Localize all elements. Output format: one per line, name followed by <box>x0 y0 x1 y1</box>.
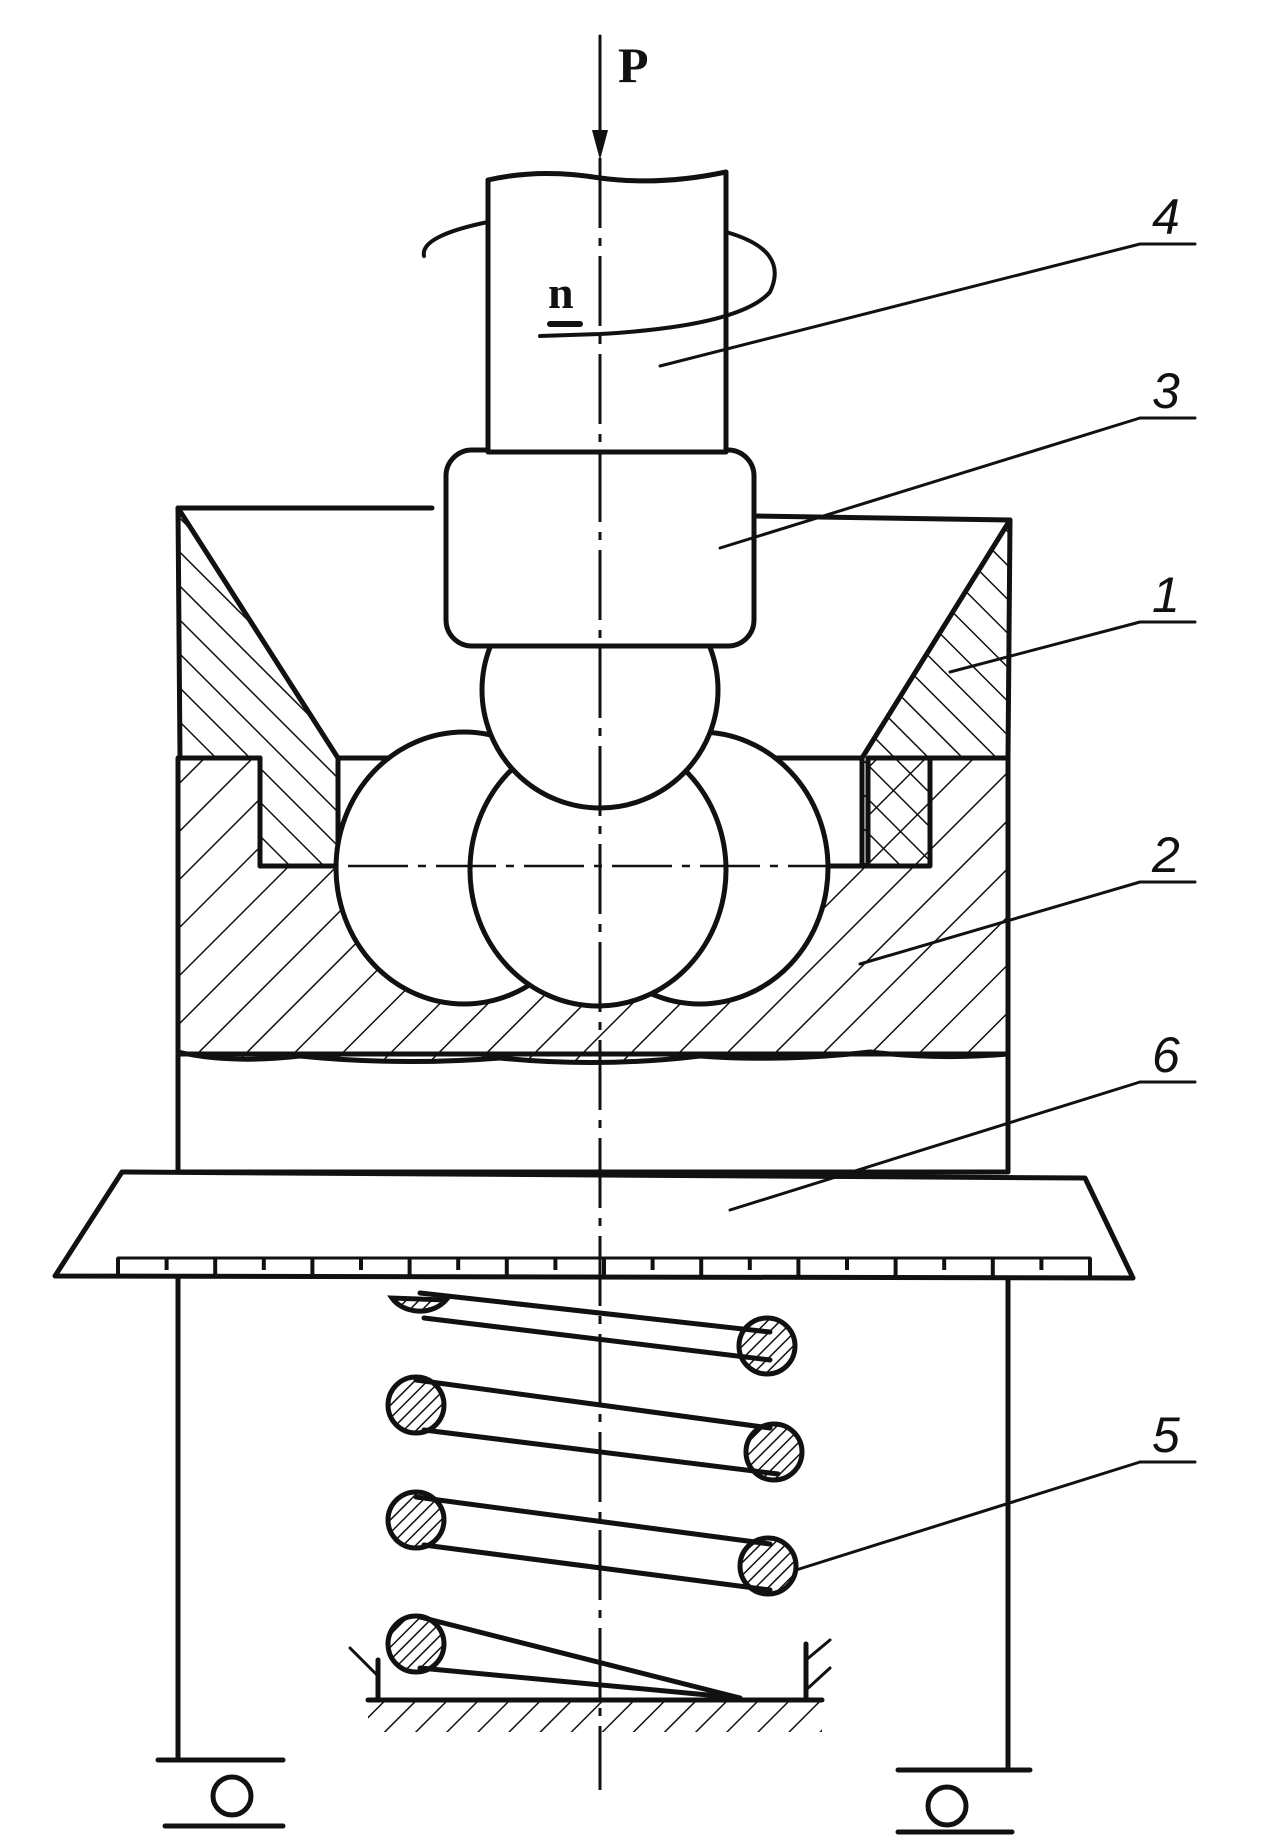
force-label: P <box>618 37 649 93</box>
part-6-label: 6 <box>1152 1027 1180 1083</box>
force-arrow <box>592 34 608 160</box>
lower-balls <box>333 729 831 1009</box>
leader-lines <box>658 242 1197 1572</box>
spring-seat-ground <box>348 1638 832 1732</box>
rotation-label: n <box>548 267 574 318</box>
scale-dial-plate <box>52 1169 1136 1281</box>
spring <box>385 1290 805 1701</box>
cylinder-body <box>175 1051 1011 1175</box>
part-3-label: 3 <box>1152 363 1180 419</box>
part-5-label: 5 <box>1152 1407 1180 1463</box>
centerline <box>260 60 868 1790</box>
base-housing <box>155 1275 1033 1773</box>
scale-ticks <box>116 1258 1092 1276</box>
part-2-label: 2 <box>1151 827 1180 883</box>
support-left <box>162 1757 286 1829</box>
part-1-label: 1 <box>1152 567 1180 623</box>
part-4-label: 4 <box>1152 189 1180 245</box>
support-right <box>895 1767 1015 1835</box>
